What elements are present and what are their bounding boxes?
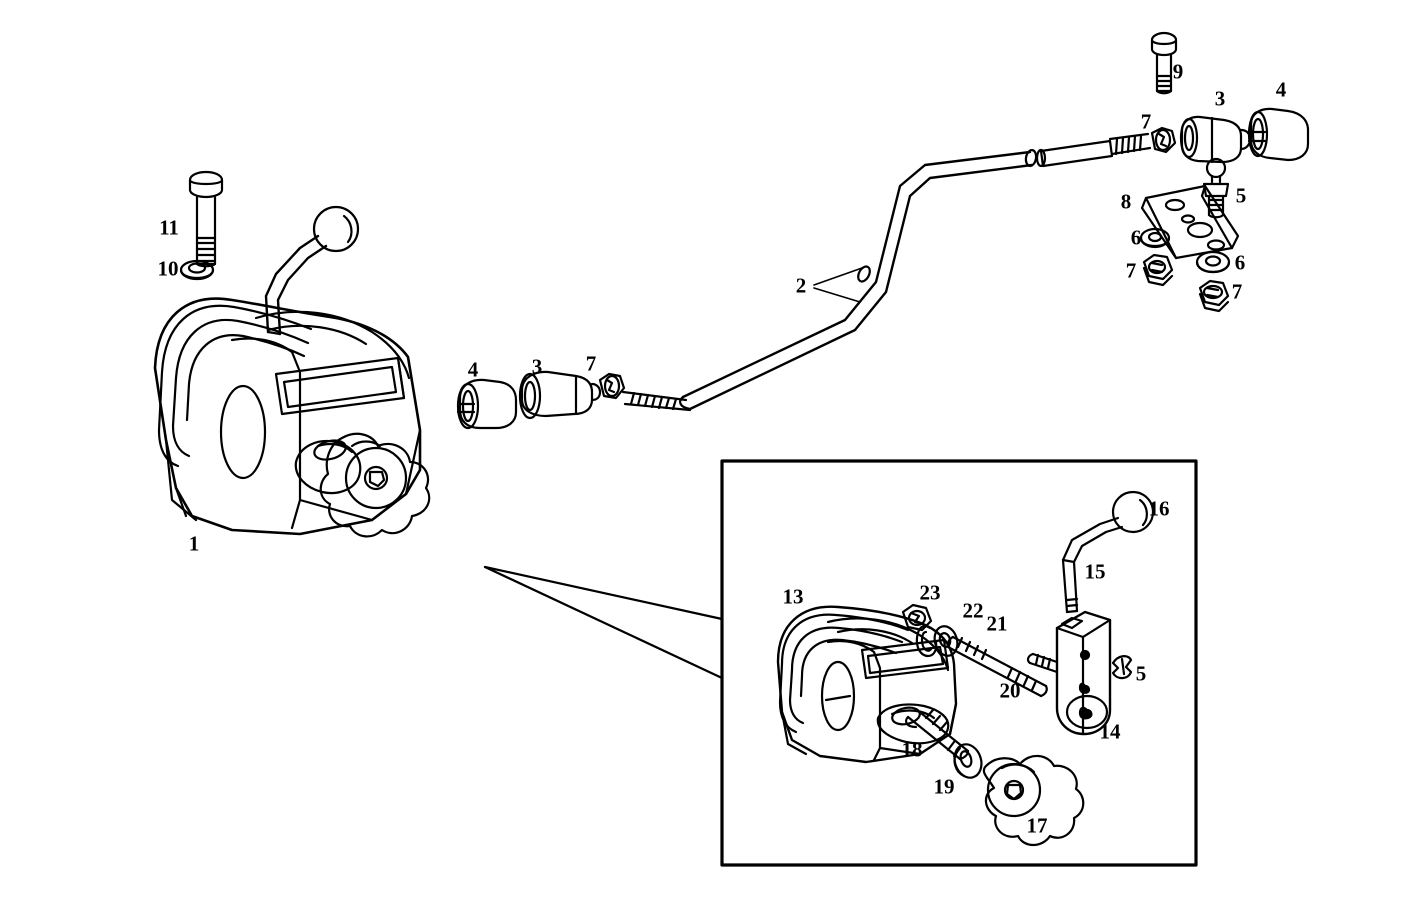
callout-23: 23: [919, 580, 941, 605]
callout-4-left: 4: [467, 357, 479, 382]
rod-end-coupler-right: [1179, 115, 1252, 164]
callout-18: 18: [901, 737, 923, 762]
callout-4-right: 4: [1275, 77, 1287, 102]
callout-5-top: 5: [1235, 183, 1247, 208]
callout-10: 10: [157, 256, 179, 281]
callout-22: 22: [962, 598, 984, 623]
control-lever-15: [1061, 490, 1155, 614]
mounting-block-14: [1026, 610, 1112, 736]
callout-16: 16: [1148, 496, 1170, 521]
callout-7-right: 7: [1140, 109, 1152, 134]
flat-washer-6a: [1139, 227, 1171, 249]
hex-head-bolt-9: [1150, 31, 1178, 95]
linkage-rod: [621, 132, 1152, 412]
callout-9: 9: [1172, 59, 1184, 84]
rod-thread-right: [1108, 132, 1152, 156]
callout-7-a: 7: [1125, 258, 1137, 283]
rod-end-coupler-left: [518, 370, 602, 420]
callout-7-left: 7: [585, 351, 597, 376]
callout-1: 1: [188, 531, 200, 556]
detail-view-box: [720, 459, 1198, 867]
hex-nut-left: [598, 372, 626, 400]
magnifier-leader: [483, 565, 724, 680]
control-head-housing: [153, 205, 431, 538]
rod-end-sleeve-left: [456, 378, 518, 430]
flat-washer-10: [179, 259, 215, 281]
callout-15: 15: [1084, 559, 1106, 584]
hex-nut-23: [901, 603, 933, 632]
callout-8: 8: [1120, 189, 1132, 214]
long-bolt-20: [946, 635, 1048, 698]
clamp-wheel: [294, 432, 431, 538]
callout-6-a: 6: [1130, 225, 1142, 250]
ball-stud-inset: [1111, 655, 1133, 680]
callout-3-left: 3: [531, 354, 543, 379]
callout-13: 13: [782, 584, 804, 609]
hex-nut-7b: [1198, 279, 1230, 313]
rod-thread-left: [621, 390, 692, 412]
callout-21: 21: [986, 611, 1008, 636]
mounting-plate: [1140, 184, 1240, 260]
control-lever-main: [264, 205, 360, 336]
callout-19: 19: [933, 774, 955, 799]
callout-11: 11: [159, 215, 179, 240]
callout-5-inset: 5: [1135, 661, 1147, 686]
callout-17: 17: [1026, 813, 1048, 838]
callout-3-right: 3: [1214, 86, 1226, 111]
washer-19: [953, 743, 983, 779]
lock-washer-22: [915, 624, 938, 658]
hex-nut-7a: [1142, 253, 1174, 287]
lever-knob-16: [1111, 490, 1155, 534]
inset-control-housing: [776, 605, 958, 764]
callout-6-b: 6: [1234, 250, 1246, 275]
hex-nut-right: [1150, 126, 1177, 154]
flat-washer-6b: [1195, 250, 1231, 274]
callout-20: 20: [999, 678, 1021, 703]
callout-14: 14: [1099, 719, 1121, 744]
star-knob-17: [982, 754, 1085, 847]
rod-end-sleeve-right: [1247, 107, 1310, 162]
hex-head-screw: [188, 170, 224, 268]
callout-7-b: 7: [1231, 279, 1243, 304]
callout-2: 2: [795, 273, 807, 298]
